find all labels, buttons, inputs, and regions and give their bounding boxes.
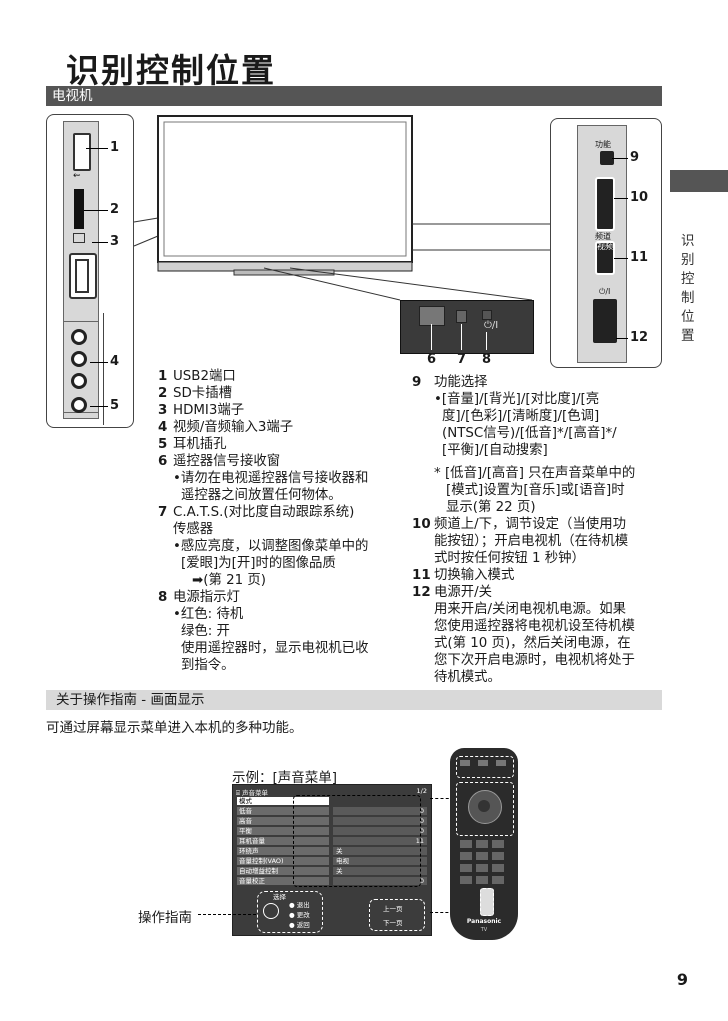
callout-7: 7 [457,352,467,367]
remote-num-button[interactable] [476,876,488,884]
usb-port-icon [73,133,91,171]
av-jack-icon [71,329,87,345]
callout-2: 2 [110,202,120,217]
remote-num-button[interactable] [476,864,488,872]
right-control-panel: 功能 频道 视频 ⏻/I [550,118,662,368]
av-jack-icon [71,373,87,389]
callout-4: 4 [110,354,120,369]
remote-num-button[interactable] [460,864,472,872]
callout-12: 12 [630,330,649,345]
remote-button[interactable] [460,760,470,766]
guide-highlight-right [369,899,425,931]
remote-channel-rocker[interactable] [480,888,494,916]
remote-num-button[interactable] [460,852,472,860]
side-index-text: 识别控 制位置 [681,233,695,344]
callout-5: 5 [110,398,120,413]
callout-11: 11 [630,250,649,265]
dpad-icon [263,903,279,919]
page-title: 识别控制位置 [66,51,276,90]
callout-6: 6 [427,352,437,367]
osd-row-mode[interactable]: 模式 [237,797,427,806]
remote-button[interactable] [478,760,488,766]
side-index-tab [670,170,728,192]
remote-num-button[interactable] [492,876,504,884]
remote-control: Panasonic TV [450,748,518,940]
remote-sensor-window [419,306,445,326]
remote-num-button[interactable] [492,864,504,872]
page-number: 9 [676,970,688,989]
callout-10: 10 [630,190,649,205]
remote-num-button[interactable] [476,840,488,848]
power-indicator [482,310,492,320]
left-connector-panel: ⇜ [46,114,134,428]
section-heading-tv: 电视机 [46,86,662,106]
headphone-jack-icon [71,397,87,413]
remote-num-button[interactable] [492,840,504,848]
osd-row-surround[interactable]: 环绕声关 [237,847,427,856]
remote-num-button[interactable] [476,852,488,860]
av-jack-icon [71,351,87,367]
guide-highlight-top [293,795,421,887]
remote-num-button[interactable] [460,840,472,848]
osd-row-vao[interactable]: 音量控制(VAO)电视 [237,857,427,866]
channel-up-down-button[interactable] [595,177,615,231]
power-switch[interactable] [593,299,617,343]
remote-brand: Panasonic [466,918,502,925]
cats-sensor [456,310,467,323]
callout-1: 1 [110,140,120,155]
osd-title: 声音菜单 [241,789,268,797]
sd-slot-icon [74,189,84,229]
callout-9: 9 [630,150,640,165]
tv-illustration [133,115,552,301]
operation-guide-label: 操作指南 [138,910,192,926]
guide-description: 可通过屏幕显示菜单进入本机的多种功能。 [46,720,303,736]
section-heading-guide: 关于操作指南 - 画面显示 [46,690,662,710]
guide-highlight-left [257,891,323,933]
osd-row-agc[interactable]: 自动增益控制关 [237,867,427,876]
remote-num-button[interactable] [492,852,504,860]
remote-button[interactable] [496,760,506,766]
remote-ok-button[interactable] [478,800,490,812]
callout-3: 3 [110,234,120,249]
remote-num-button[interactable] [460,876,472,884]
example-label: 示例：[声音菜单] [232,770,338,786]
callout-8: 8 [482,352,492,367]
osd-page-indicator: 1/2 [416,787,427,795]
function-button[interactable] [600,151,614,165]
